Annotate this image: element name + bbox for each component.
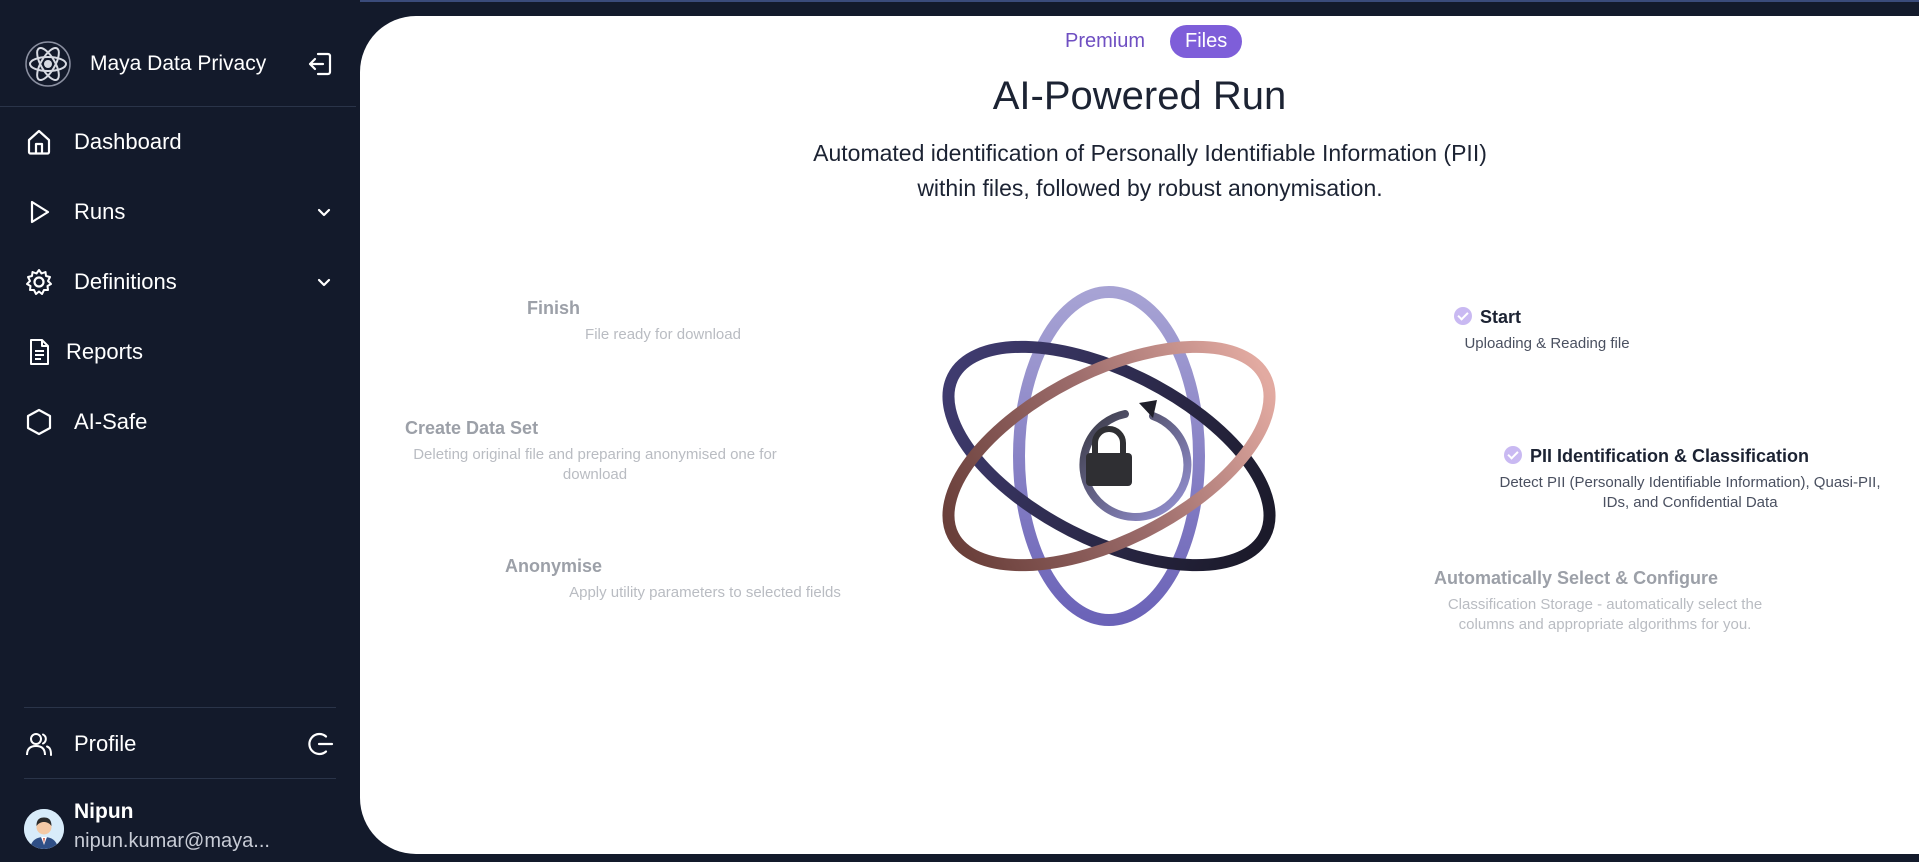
sidebar-item-label: Runs: [74, 199, 126, 224]
sidebar-item-label: Definitions: [74, 269, 177, 294]
sidebar-divider: [0, 106, 356, 107]
step-pii-identification: PII Identification & Classification Dete…: [1490, 446, 1890, 513]
app-name: Maya Data Privacy: [90, 52, 267, 75]
step-description: Apply utility parameters to selected fie…: [569, 584, 841, 601]
atom-logo-icon: [25, 41, 71, 87]
check-icon: [1504, 446, 1522, 464]
sidebar-item-label: Reports: [66, 339, 144, 364]
step-title: PII Identification & Classification: [1530, 446, 1810, 466]
step-auto-select: Automatically Select & Configure Classif…: [1430, 568, 1780, 635]
check-icon: [1454, 307, 1472, 325]
users-icon: [24, 729, 54, 759]
sidebar-item-reports[interactable]: Reports: [24, 330, 334, 374]
user-email: nipun.kumar@maya...: [74, 830, 270, 852]
step-title: Create Data Set: [405, 418, 539, 438]
main-panel: Premium Files AI-Powered Run Automated i…: [360, 16, 1919, 854]
sidebar-item-dashboard[interactable]: Dashboard: [24, 120, 334, 164]
step-anonymise: Anonymise Apply utility parameters to se…: [500, 556, 890, 603]
page-title: AI-Powered Run: [992, 74, 1287, 118]
tab-files[interactable]: Files: [1170, 25, 1243, 58]
play-icon: [24, 197, 54, 227]
collapse-sidebar-icon[interactable]: [306, 50, 334, 78]
run-type-toggle: Premium Files: [1050, 25, 1243, 58]
chevron-down-icon[interactable]: [314, 272, 334, 292]
gear-icon: [24, 267, 54, 297]
tab-premium[interactable]: Premium: [1065, 30, 1146, 52]
home-icon: [24, 127, 54, 157]
hexagon-icon: [24, 407, 54, 437]
step-create-data-set: Create Data Set Deleting original file a…: [395, 418, 795, 485]
user-name: Nipun: [74, 800, 134, 823]
sidebar-divider: [24, 707, 336, 708]
step-start: Start Uploading & Reading file: [1442, 307, 1652, 354]
step-title: Start: [1480, 307, 1522, 327]
step-title: Finish: [527, 298, 580, 318]
sidebar-divider: [24, 778, 336, 779]
chevron-down-icon[interactable]: [314, 202, 334, 222]
page-subtitle: Automated identification of Personally I…: [813, 140, 1487, 201]
avatar: [24, 809, 64, 849]
sidebar-item-definitions[interactable]: Definitions: [24, 260, 334, 304]
step-description: Classification Storage - automatically s…: [1447, 596, 1763, 633]
sidebar-item-runs[interactable]: Runs: [24, 190, 334, 234]
sidebar-item-label: Dashboard: [74, 129, 182, 154]
step-finish: Finish File ready for download: [488, 298, 838, 345]
sidebar-item-ai-safe[interactable]: AI-Safe: [24, 400, 334, 444]
step-description: File ready for download: [585, 326, 741, 343]
step-title: Anonymise: [505, 556, 603, 576]
sidebar-item-profile[interactable]: Profile: [24, 722, 334, 766]
step-title: Automatically Select & Configure: [1434, 568, 1719, 588]
step-description: Uploading & Reading file: [1464, 335, 1630, 352]
document-icon: [24, 337, 54, 367]
window-top-border: [0, 0, 1919, 2]
sidebar-item-label: Profile: [74, 731, 137, 756]
logout-icon[interactable]: [306, 730, 334, 758]
brand[interactable]: Maya Data Privacy: [24, 38, 266, 90]
atom-graphic: [942, 286, 1276, 626]
step-description: Deleting original file and preparing ano…: [413, 446, 777, 483]
user-card[interactable]: Nipun nipun.kumar@maya...: [24, 800, 270, 853]
step-description: Detect PII (Personally Identifiable Info…: [1499, 474, 1881, 511]
sidebar: Maya Data Privacy Dashboard Runs Definit…: [0, 0, 360, 862]
sidebar-item-label: AI-Safe: [74, 409, 148, 434]
